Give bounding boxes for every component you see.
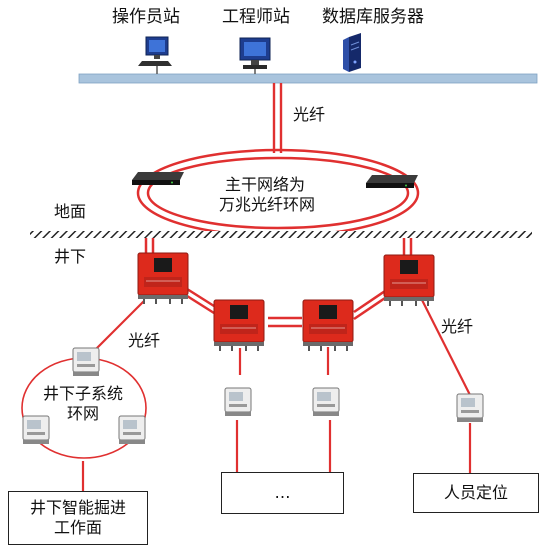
ground-line <box>30 231 532 238</box>
node-subring-top-icon <box>72 347 100 377</box>
database-server-label: 数据库服务器 <box>322 7 424 27</box>
underground-label: 井下 <box>54 247 87 266</box>
backbone-label-line1: 主干网络为 <box>225 175 306 194</box>
switch-left-icon <box>132 172 184 185</box>
red-station-1-icon <box>137 252 189 305</box>
node-mid-2-icon <box>312 387 340 417</box>
subring-label-line2: 环网 <box>66 404 99 423</box>
mining-face-box: 井下智能掘进 工作面 <box>8 491 148 545</box>
engineer-station-label: 工程师站 <box>222 7 290 27</box>
surface-label: 地面 <box>54 202 87 221</box>
personnel-positioning-box: 人员定位 <box>413 473 539 513</box>
switch-right-icon <box>366 175 418 188</box>
uplink-fiber <box>272 83 283 153</box>
ellipsis-box: … <box>221 472 344 514</box>
red-station-4-icon <box>383 254 435 307</box>
drop-fiber-lines <box>81 291 472 491</box>
operator-station-label: 操作员站 <box>112 7 180 27</box>
node-positioning-icon <box>456 393 484 423</box>
red-station-2-icon <box>213 299 265 352</box>
database-server-icon <box>343 33 361 72</box>
node-mid-1-icon <box>224 387 252 417</box>
engineer-station-icon <box>239 37 271 74</box>
subring-label-line1: 井下子系统 <box>42 384 123 403</box>
fiber-top-label: 光纤 <box>293 105 326 124</box>
server-bus <box>78 73 538 84</box>
fiber-right-label: 光纤 <box>441 317 474 336</box>
red-station-3-icon <box>302 299 354 352</box>
fiber-left-label: 光纤 <box>128 331 161 350</box>
operator-station-icon <box>138 36 172 74</box>
backbone-label-line2: 万兆光纤环网 <box>219 195 316 214</box>
